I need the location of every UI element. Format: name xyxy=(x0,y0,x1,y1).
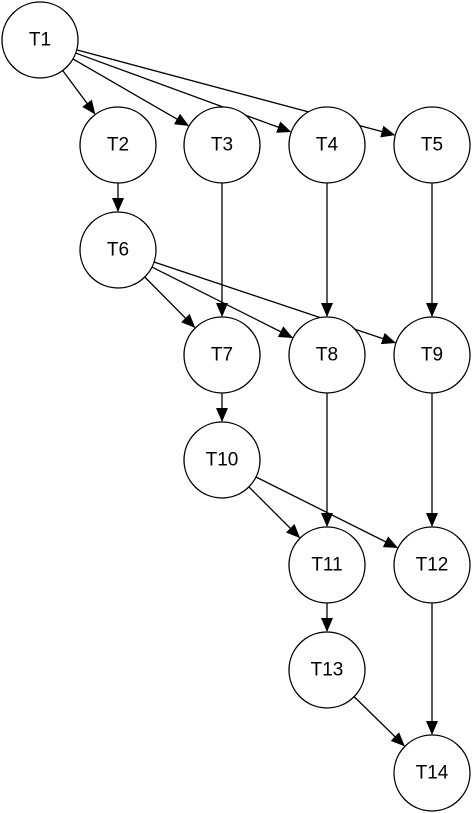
node-t14: T14 xyxy=(393,734,471,812)
node-circle xyxy=(79,106,157,184)
node-circle xyxy=(288,106,366,184)
edge-t6-to-t8 xyxy=(151,266,294,339)
node-t8: T8 xyxy=(288,316,366,394)
node-circle xyxy=(183,106,261,184)
edge-t6-to-t7 xyxy=(144,276,196,329)
node-label: T11 xyxy=(311,555,342,576)
node-label: T9 xyxy=(421,345,443,366)
node-label: T8 xyxy=(316,345,338,366)
node-t9: T9 xyxy=(393,316,471,394)
node-label: T7 xyxy=(211,345,233,366)
node-label: T3 xyxy=(211,135,233,156)
node-label: T14 xyxy=(416,763,449,784)
node-label: T2 xyxy=(107,135,129,156)
node-circle xyxy=(79,211,157,289)
node-t13: T13 xyxy=(288,631,366,709)
node-circle xyxy=(183,316,261,394)
node-t3: T3 xyxy=(183,106,261,184)
node-circle xyxy=(393,316,471,394)
node-label: T12 xyxy=(416,555,449,576)
node-label: T10 xyxy=(206,450,239,471)
node-t10: T10 xyxy=(183,421,261,499)
node-label: T4 xyxy=(316,135,339,156)
node-label: T5 xyxy=(421,135,443,156)
node-circle xyxy=(393,106,471,184)
edge-t13-to-t14 xyxy=(353,696,405,747)
node-label: T13 xyxy=(311,660,344,681)
node-t12: T12 xyxy=(393,526,471,604)
node-circle xyxy=(183,421,261,499)
node-t4: T4 xyxy=(288,106,366,184)
node-t5: T5 xyxy=(393,106,471,184)
edge-t1-to-t2 xyxy=(62,70,96,115)
node-circle xyxy=(288,316,366,394)
node-circle xyxy=(1,1,79,79)
node-t7: T7 xyxy=(183,316,261,394)
node-t2: T2 xyxy=(79,106,157,184)
node-circle xyxy=(393,526,471,604)
edge-t1-to-t4 xyxy=(75,52,292,133)
node-t6: T6 xyxy=(79,211,157,289)
node-t1: T1 xyxy=(1,1,79,79)
node-circle xyxy=(288,526,366,604)
node-label: T6 xyxy=(107,240,129,261)
node-circle xyxy=(393,734,471,812)
edge-t6-to-t9 xyxy=(153,261,396,345)
edge-t10-to-t12 xyxy=(255,476,399,549)
edge-t10-to-t11 xyxy=(248,486,301,539)
node-t11: T11 xyxy=(288,526,366,604)
node-label: T1 xyxy=(29,30,51,51)
edges-layer xyxy=(62,49,438,747)
node-circle xyxy=(288,631,366,709)
edge-t1-to-t3 xyxy=(72,58,190,127)
